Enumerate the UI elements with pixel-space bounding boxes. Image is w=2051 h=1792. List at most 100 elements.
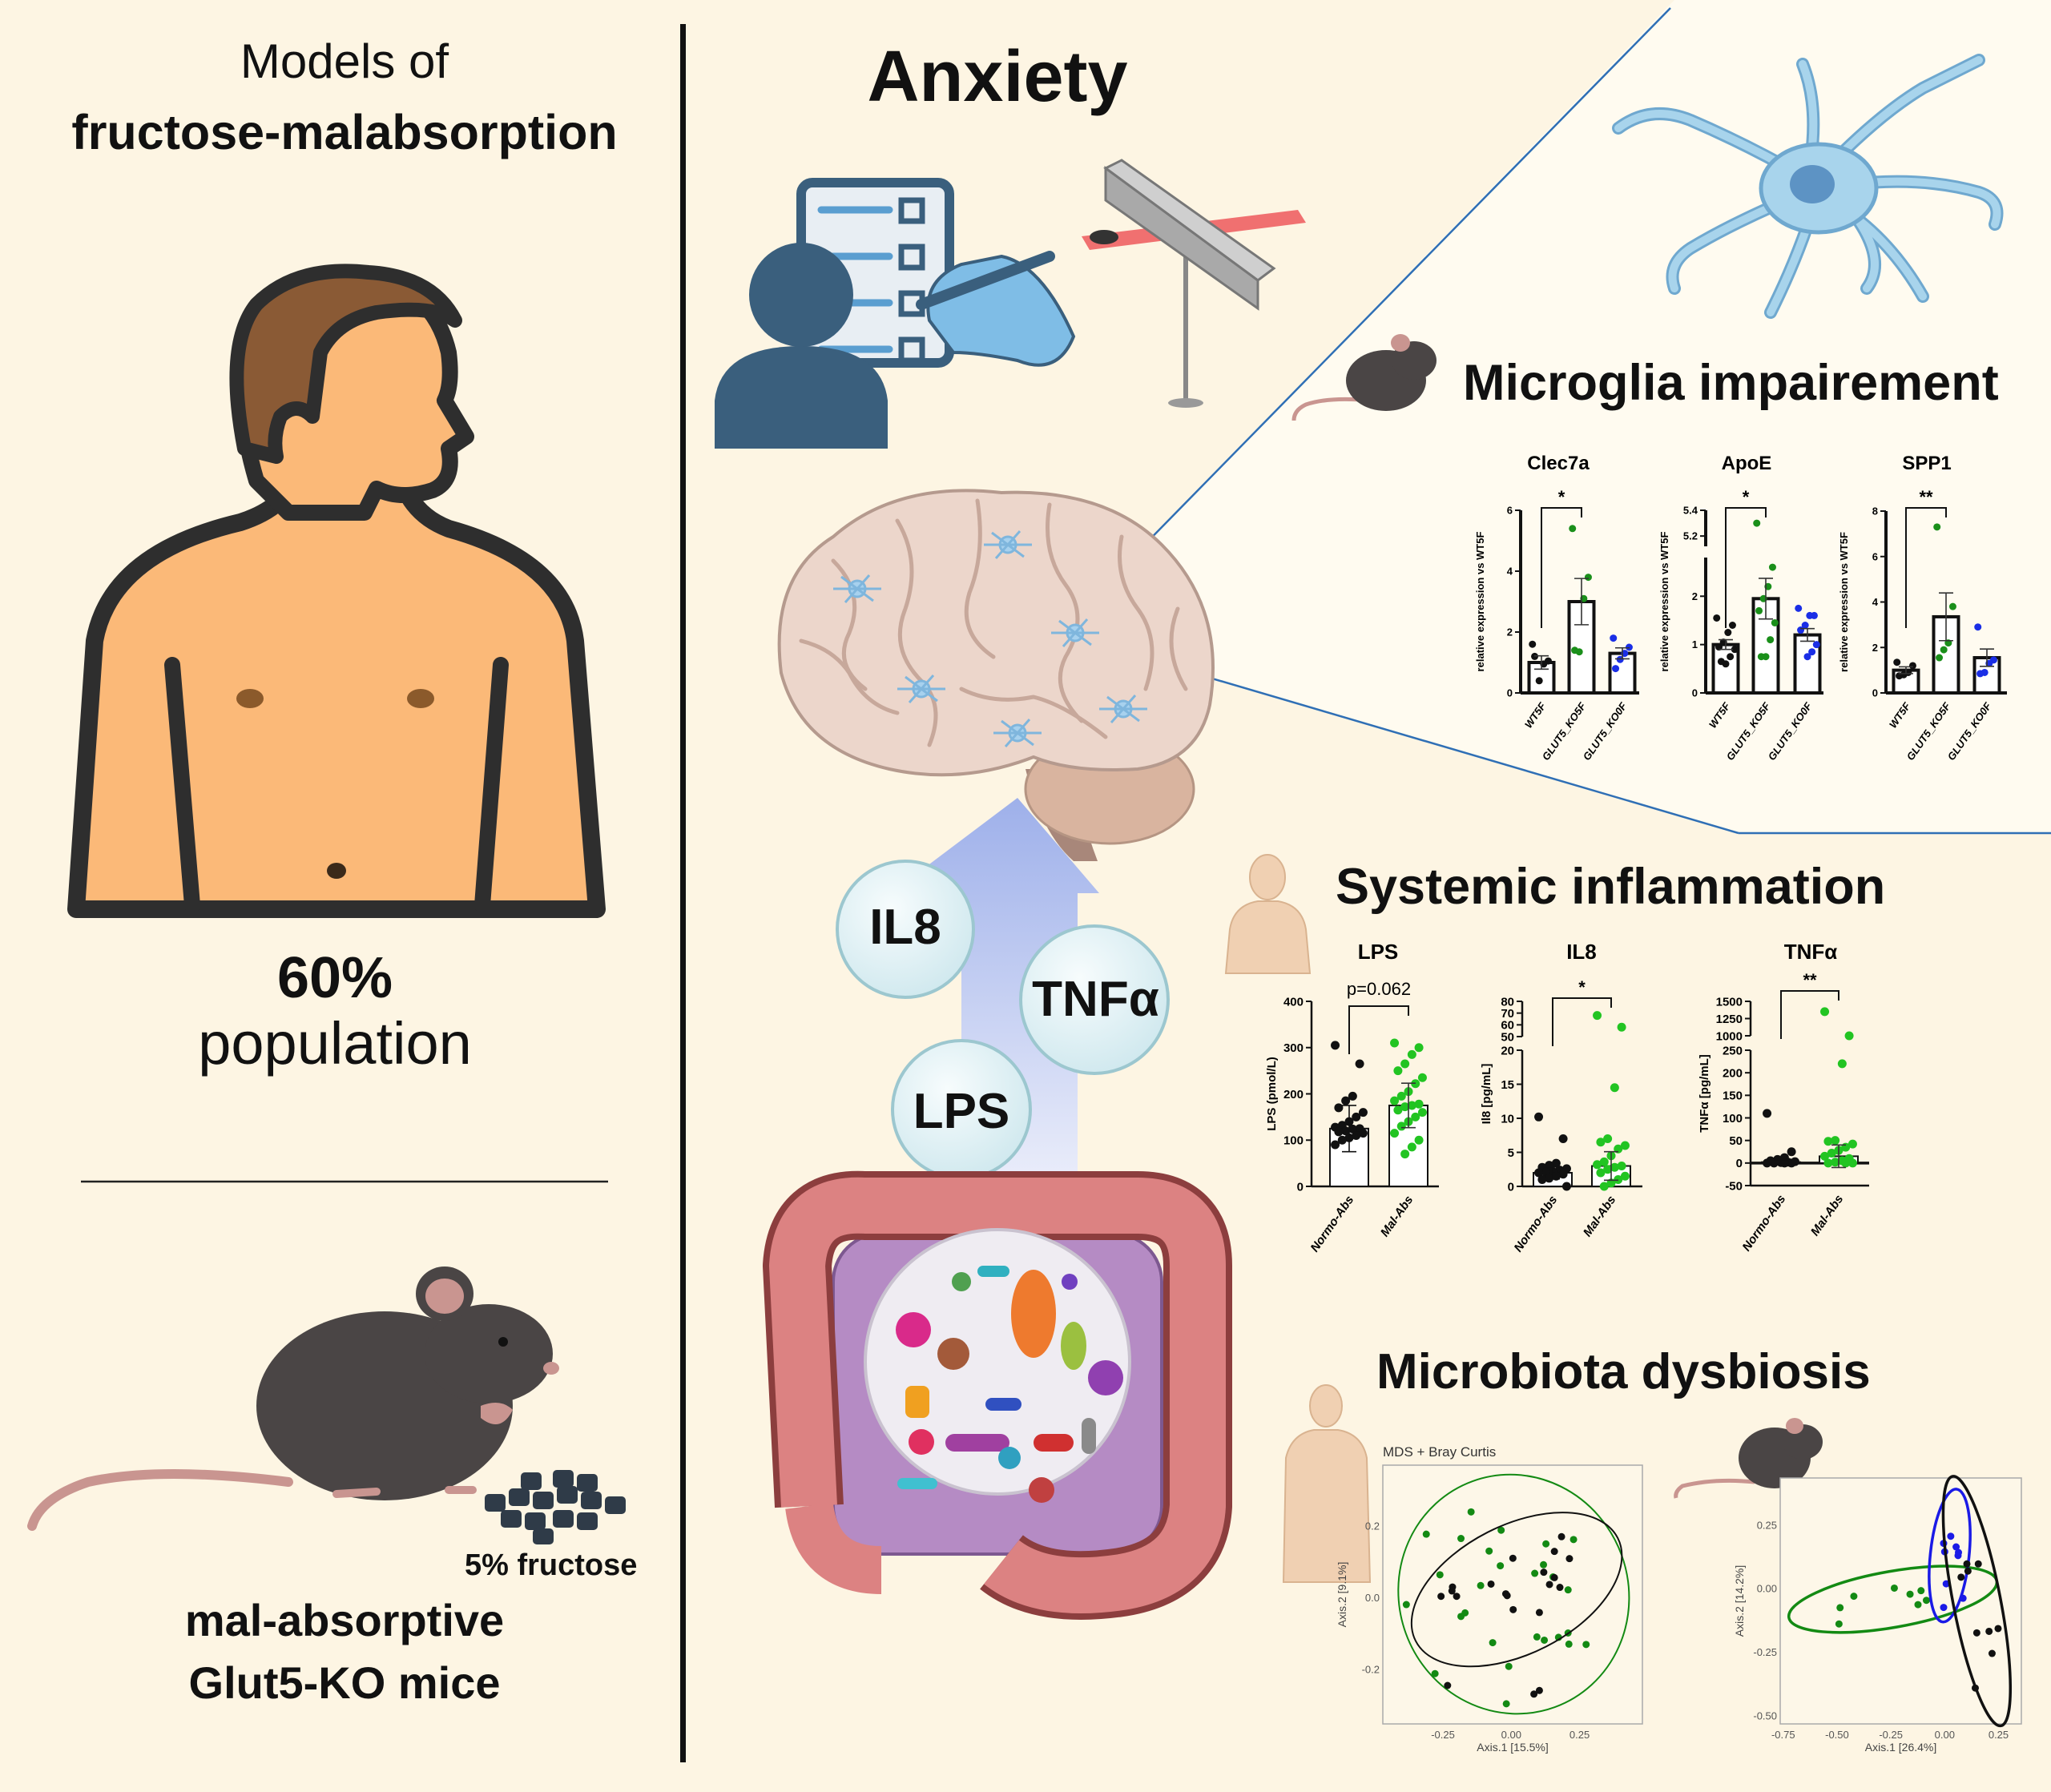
data-point xyxy=(1844,1031,1854,1041)
chart-title: LPS xyxy=(1358,940,1399,964)
data-point xyxy=(1569,525,1577,533)
data-point xyxy=(1422,1530,1430,1538)
significance-label: * xyxy=(1743,487,1750,507)
data-point xyxy=(1994,1625,2002,1633)
data-point xyxy=(1820,1007,1830,1017)
data-point xyxy=(1352,1130,1361,1140)
data-point xyxy=(1431,1669,1439,1677)
data-point xyxy=(1533,1633,1541,1641)
y-tick-label: 0.00 xyxy=(1757,1583,1777,1595)
category-label: Normo-Abs xyxy=(1740,1193,1789,1254)
data-point xyxy=(1603,1165,1613,1174)
data-point xyxy=(1535,1686,1543,1694)
data-point xyxy=(1542,1540,1550,1548)
left-title-line2: fructose-malabsorption xyxy=(71,105,618,159)
y-tick-label: 2 xyxy=(1872,642,1878,654)
brain-icon xyxy=(777,489,1215,861)
data-point xyxy=(1582,1641,1590,1649)
x-tick-label: -0.75 xyxy=(1771,1729,1795,1741)
data-point xyxy=(1763,1158,1772,1168)
data-point xyxy=(1947,1532,1955,1540)
data-point xyxy=(1848,1139,1857,1149)
y-tick-label: 150 xyxy=(1723,1089,1743,1103)
significance-label: ** xyxy=(1919,487,1933,507)
data-point xyxy=(1893,658,1901,666)
data-point xyxy=(1906,1590,1914,1598)
y-tick-label: 0.0 xyxy=(1365,1592,1380,1604)
data-point xyxy=(1400,1150,1410,1159)
connector-line-top xyxy=(1090,7,1671,600)
data-point xyxy=(1837,1059,1847,1069)
y-tick-label: 200 xyxy=(1283,1088,1304,1101)
data-point xyxy=(1914,1601,1922,1609)
data-point xyxy=(1348,1091,1357,1101)
data-point xyxy=(1497,1562,1505,1570)
data-point xyxy=(1390,1038,1400,1048)
model-line2: Glut5-KO mice xyxy=(188,1657,501,1708)
data-point xyxy=(1407,1101,1416,1110)
data-point xyxy=(1565,1640,1573,1648)
lps-bubble-label: LPS xyxy=(913,1084,1010,1139)
data-point xyxy=(1545,1581,1553,1589)
y-tick-label: 5.4 xyxy=(1683,505,1698,517)
data-point xyxy=(1827,1148,1836,1158)
data-point xyxy=(1779,1158,1789,1168)
data-point xyxy=(1530,1690,1538,1698)
data-point xyxy=(1457,1535,1465,1543)
tnfa-bubble-label: TNFα xyxy=(1032,972,1159,1027)
y-axis-label: Il8 [pg/mL] xyxy=(1480,1064,1493,1125)
significance-label: * xyxy=(1558,487,1565,507)
confidence-ellipse xyxy=(1928,1488,1972,1624)
y-tick-label: 10 xyxy=(1501,1112,1514,1126)
data-point xyxy=(1571,646,1579,654)
small-human-icon-microbiota xyxy=(1282,1384,1372,1583)
data-point xyxy=(1835,1620,1843,1628)
x-tick-label: -0.50 xyxy=(1825,1729,1849,1741)
data-point xyxy=(1936,654,1944,662)
y-tick-label: 20 xyxy=(1501,1044,1514,1057)
data-point xyxy=(1497,1526,1505,1534)
data-point xyxy=(1485,1547,1493,1555)
data-point xyxy=(1509,1554,1517,1562)
category-label: GLUT5_KO5F xyxy=(1724,699,1773,763)
data-point xyxy=(1831,1158,1840,1167)
data-point xyxy=(1477,1581,1485,1589)
chart-title: Clec7a xyxy=(1527,453,1590,474)
y-tick-label: 1250 xyxy=(1716,1013,1743,1026)
y-tick-label: 400 xyxy=(1283,995,1304,1009)
y-axis-label: relative expression vs WT5F xyxy=(1474,532,1486,672)
significance-bracket xyxy=(1541,507,1582,628)
y-tick-label: 4 xyxy=(1872,596,1879,608)
data-point xyxy=(1565,1555,1574,1563)
data-point xyxy=(1908,662,1916,670)
data-point xyxy=(1529,640,1537,648)
data-point xyxy=(1444,1681,1452,1689)
data-point xyxy=(1617,1022,1626,1032)
data-point xyxy=(1396,1122,1406,1131)
data-point xyxy=(1614,1175,1623,1184)
left-title-line1: Models of xyxy=(240,34,449,88)
y-tick-label: -0.2 xyxy=(1362,1664,1380,1676)
data-point xyxy=(1411,1112,1420,1122)
data-point xyxy=(1836,1604,1844,1612)
data-point xyxy=(1957,1573,1965,1581)
data-point xyxy=(1803,653,1811,661)
x-tick-label: 0.25 xyxy=(1989,1729,2009,1741)
data-point xyxy=(1502,1700,1510,1708)
data-point xyxy=(1954,1552,1962,1560)
y-tick-label: 2 xyxy=(1507,626,1513,638)
data-point xyxy=(1603,1134,1613,1143)
human-torso-icon xyxy=(67,264,606,918)
data-point xyxy=(1534,1112,1544,1122)
data-point xyxy=(1731,646,1739,654)
data-point xyxy=(1620,1141,1630,1150)
data-point xyxy=(1503,1592,1511,1600)
data-point xyxy=(1558,1170,1568,1179)
y-tick-label: 0.25 xyxy=(1757,1519,1777,1531)
x-tick-label: -0.25 xyxy=(1431,1729,1455,1741)
data-point xyxy=(1584,574,1592,582)
data-point xyxy=(1341,1126,1351,1136)
data-point xyxy=(1541,1636,1549,1644)
il8-bubble-label: IL8 xyxy=(869,900,941,955)
